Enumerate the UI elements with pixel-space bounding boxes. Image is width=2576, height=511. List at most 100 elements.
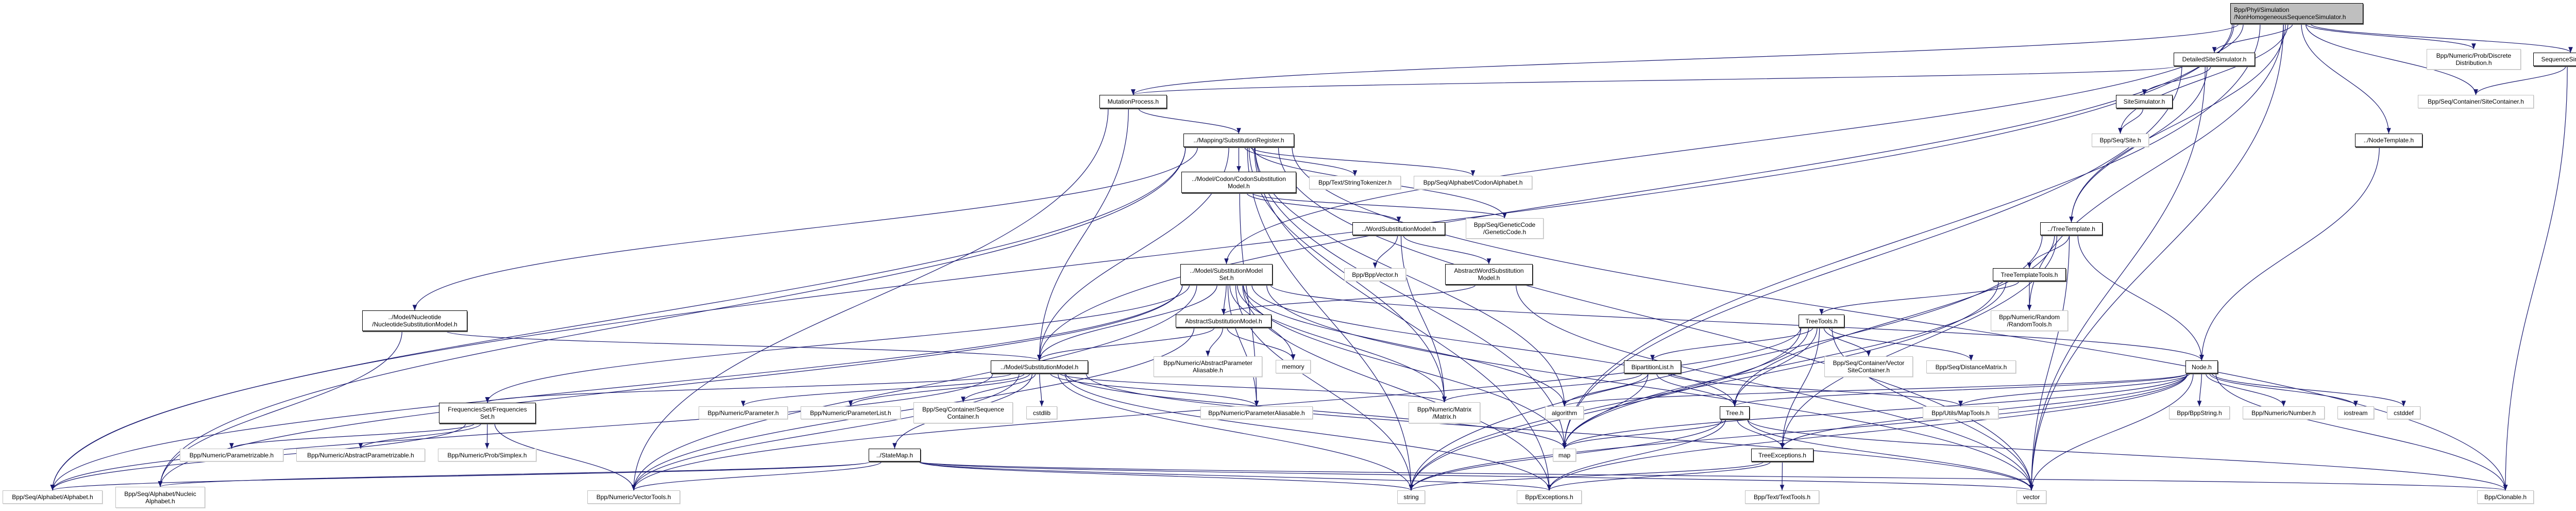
node-label: Container.h bbox=[947, 413, 979, 420]
edge-node-h-to-iostream bbox=[2209, 373, 2358, 407]
edge-statemap-h-to-bpp-exceptions-h bbox=[918, 461, 1551, 491]
node-label: Bpp/Numeric/ParameterList.h bbox=[810, 409, 891, 417]
node-model-substitutionmodel-h[interactable]: ../Model/SubstitutionModel.h bbox=[991, 360, 1088, 373]
edge-bpp-phyl-simulation-nonhomogeneoussequencesimulator-h-to-treetemplate-h bbox=[2069, 23, 2286, 223]
node-sequencesimulator-h[interactable]: SequenceSimulator.h bbox=[2533, 53, 2576, 66]
edge-mutationprocess-h-to-model-substitutionmodel-h bbox=[1037, 108, 1129, 361]
node-node-h[interactable]: Node.h bbox=[2185, 360, 2218, 373]
edge-detailedsitesimulator-h-to-vector bbox=[2029, 65, 2206, 491]
node-model-nucleotide-nucleotidesubstitutionmodel-h[interactable]: ../Model/Nucleotide/NucleotideSubstituti… bbox=[362, 310, 467, 331]
edge-model-substitutionmodelset-h-to-bpp-seq-alphabet-alphabet-h bbox=[50, 284, 1183, 491]
edge-statemap-h-to-vector bbox=[918, 461, 2033, 491]
node-bpp-seq-container-sitecontainer-h: Bpp/Seq/Container/SiteContainer.h bbox=[2418, 95, 2534, 108]
edge-frequenciesset-frequenciesset-h-to-bpp-numeric-vectortools-h bbox=[494, 423, 636, 491]
node-bpp-phyl-simulation-nonhomogeneoussequencesimulator-h[interactable]: Bpp/Phyl/Simulation/NonHomogeneousSequen… bbox=[2230, 3, 2363, 24]
edge-model-substitutionmodel-h-to-vector bbox=[1086, 373, 2034, 491]
edge-sequencesimulator-h-to-bpp-seq-container-sitecontainer-h bbox=[2473, 65, 2566, 95]
node-detailedsitesimulator-h[interactable]: DetailedSiteSimulator.h bbox=[2174, 53, 2255, 66]
edge-nodetemplate-h-to-node-h bbox=[2199, 146, 2380, 361]
node-label: Aliasable.h bbox=[1193, 367, 1223, 374]
node-treetools-h[interactable]: TreeTools.h bbox=[1799, 315, 1844, 327]
node-label: Bpp/Numeric/Parameter.h bbox=[707, 409, 779, 417]
node-statemap-h[interactable]: ../StateMap.h bbox=[869, 449, 921, 461]
node-bipartitionlist-h[interactable]: BipartitionList.h bbox=[1624, 360, 1681, 373]
edge-model-substitutionmodel-h-to-bpp-numeric-matrix-matrix-h bbox=[1059, 373, 1447, 403]
node-label: Bpp/Numeric/Prob/Discrete bbox=[2436, 52, 2512, 59]
edge-node-h-to-bpp-numeric-number-h bbox=[2205, 373, 2286, 407]
edge-model-substitutionmodel-h-to-bpp-numeric-parameterlist-h bbox=[848, 373, 1030, 407]
edge-bpp-phyl-simulation-nonhomogeneoussequencesimulator-h-to-bpp-numeric-random-randomtools-h bbox=[2027, 23, 2284, 311]
node-label: vector bbox=[2023, 493, 2040, 501]
node-label: Set.h bbox=[1219, 274, 1234, 282]
edge-bpp-phyl-simulation-nonhomogeneoussequencesimulator-h-to-model-substitutionmodelset-h bbox=[1224, 23, 2244, 265]
edge-statemap-h-to-bpp-numeric-vectortools-h bbox=[631, 461, 882, 491]
edge-mapping-substitutionregister-h-to-string bbox=[1247, 146, 1414, 491]
edge-statemap-h-to-bpp-seq-alphabet-nucleicalphabet-h bbox=[158, 461, 871, 487]
node-bpp-seq-alphabet-alphabet-h: Bpp/Seq/Alphabet/Alphabet.h bbox=[3, 490, 103, 504]
edge-mapping-substitutionregister-h-to-bpp-exceptions-h bbox=[1254, 146, 1552, 491]
node-bpp-numeric-parameter-h: Bpp/Numeric/Parameter.h bbox=[699, 406, 788, 419]
edge-treetools-h-to-bpp-seq-distancematrix-h bbox=[1828, 327, 1974, 361]
edge-bpp-phyl-simulation-nonhomogeneoussequencesimulator-h-to-sequencesimulator-h bbox=[2310, 23, 2573, 53]
node-label: AbstractSubstitutionModel.h bbox=[1185, 317, 1262, 325]
edge-treetools-h-to-map bbox=[1562, 327, 1809, 449]
node-label: Model.h bbox=[1478, 274, 1500, 282]
edge-node-h-to-tree-h bbox=[1733, 373, 2188, 407]
node-map: map bbox=[1553, 449, 1576, 461]
edge-mapping-substitutionregister-h-to-bpp-clonable-h bbox=[1292, 146, 2508, 491]
edge-model-substitutionmodelset-h-to-algorithm bbox=[1243, 284, 1567, 407]
edge-mapping-substitutionregister-h-to-bpp-seq-alphabet-codonalphabet-h bbox=[1250, 146, 1476, 176]
node-wordsubstitutionmodel-h[interactable]: ../WordSubstitutionModel.h bbox=[1352, 222, 1445, 235]
edge-node-h-to-algorithm bbox=[1562, 373, 2188, 407]
node-label: DetailedSiteSimulator.h bbox=[2182, 56, 2247, 63]
edge-treetemplate-h-to-string bbox=[1409, 235, 2043, 491]
node-label: /RandomTools.h bbox=[2007, 321, 2052, 328]
node-label: Bpp/Numeric/VectorTools.h bbox=[596, 493, 671, 501]
node-label: Tree.h bbox=[1725, 409, 1744, 417]
edge-node-h-to-string bbox=[1409, 373, 2188, 491]
node-label: Bpp/Numeric/Number.h bbox=[2251, 409, 2316, 417]
node-label: Bpp/Numeric/AbstractParametrizable.h bbox=[307, 451, 414, 459]
edge-treetemplate-h-to-node-h bbox=[2077, 235, 2204, 361]
node-label: Node.h bbox=[2192, 363, 2212, 371]
edge-bpp-phyl-simulation-nonhomogeneoussequencesimulator-h-to-detailedsitesimulator-h bbox=[2212, 23, 2293, 53]
node-treetemplate-h[interactable]: ../TreeTemplate.h bbox=[2040, 222, 2103, 235]
node-label: Bpp/Seq/Alphabet/Alphabet.h bbox=[12, 493, 93, 501]
edge-model-substitutionmodelset-h-to-bpp-numeric-matrix-matrix-h bbox=[1237, 284, 1447, 403]
edge-model-substitutionmodelset-h-to-model-substitutionmodel-h bbox=[1037, 284, 1217, 361]
node-bpp-numeric-parameteraliasable-h: Bpp/Numeric/ParameterAliasable.h bbox=[1200, 406, 1313, 419]
edge-mapping-substitutionregister-h-to-model-nucleotide-nucleotidesubstitutionmodel-h bbox=[412, 146, 1198, 311]
edge-treetemplate-h-to-vector bbox=[2029, 235, 2070, 491]
node-label: string bbox=[1403, 493, 1419, 501]
edge-model-substitutionmodel-h-to-bpp-seq-alphabet-alphabet-h bbox=[50, 373, 993, 491]
node-label: Bpp/Numeric/Random bbox=[1998, 314, 2060, 321]
node-mapping-substitutionregister-h[interactable]: ../Mapping/SubstitutionRegister.h bbox=[1183, 134, 1294, 147]
node-sitesimulator-h[interactable]: SiteSimulator.h bbox=[2116, 95, 2173, 108]
node-treetemplatetools-h[interactable]: TreeTemplateTools.h bbox=[1993, 268, 2066, 281]
node-label: Bpp/Numeric/Prob/Simplex.h bbox=[447, 451, 527, 459]
node-label: Bpp/Seq/Site.h bbox=[2099, 137, 2141, 144]
node-nodetemplate-h[interactable]: ../NodeTemplate.h bbox=[2355, 134, 2422, 147]
node-mutationprocess-h[interactable]: MutationProcess.h bbox=[1099, 95, 1167, 108]
edge-model-substitutionmodel-h-to-bpp-numeric-parameteraliasable-h bbox=[1049, 373, 1259, 407]
edge-tree-h-to-vector bbox=[1747, 419, 2034, 491]
edge-model-substitutionmodel-h-to-map bbox=[1065, 373, 1567, 449]
node-treeexceptions-h[interactable]: TreeExceptions.h bbox=[1751, 449, 1814, 461]
node-label: Bpp/Seq/GeneticCode bbox=[1473, 221, 1536, 228]
edge-statemap-h-to-string bbox=[918, 461, 1413, 491]
node-cstdlib: cstdlib bbox=[1026, 406, 1057, 419]
node-abstractsubstitutionmodel-h[interactable]: AbstractSubstitutionModel.h bbox=[1176, 315, 1272, 327]
edge-treetools-h-to-string bbox=[1409, 327, 1802, 491]
edge-abstractsubstitutionmodel-h-to-model-substitutionmodel-h bbox=[1037, 327, 1215, 361]
node-bpp-seq-distancematrix-h: Bpp/Seq/DistanceMatrix.h bbox=[1926, 360, 2016, 373]
node-tree-h[interactable]: Tree.h bbox=[1720, 406, 1750, 419]
edge-node-h-to-bpp-clonable-h bbox=[2215, 373, 2508, 491]
edge-model-substitutionmodelset-h-to-vector bbox=[1266, 284, 2034, 491]
